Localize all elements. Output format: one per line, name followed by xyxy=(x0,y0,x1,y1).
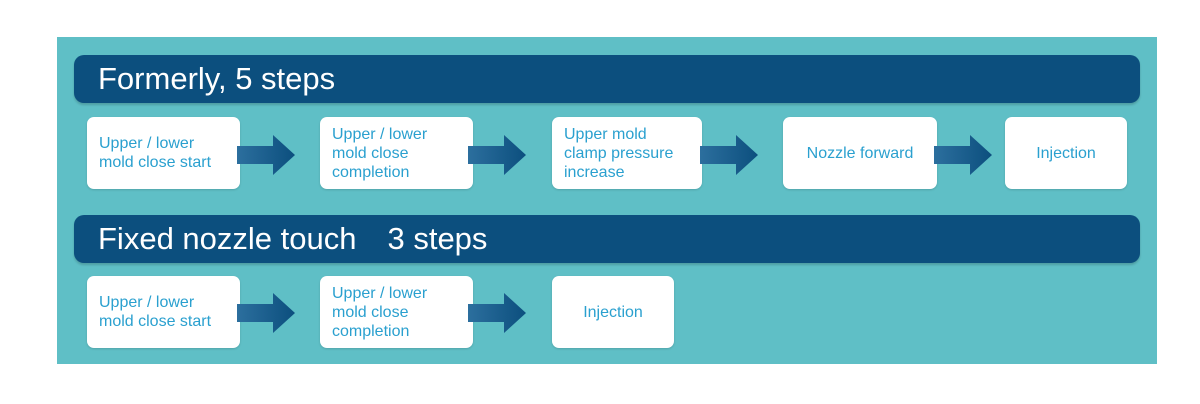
step-label: Upper / lower mold close completion xyxy=(332,125,428,181)
step-label: Upper / lower mold close completion xyxy=(332,284,428,340)
step-box: Upper / lower mold close completion xyxy=(320,276,473,348)
step-box: Nozzle forward xyxy=(783,117,937,189)
step-label: Injection xyxy=(1036,144,1096,162)
step-box: Upper mold clamp pressure increase xyxy=(552,117,702,189)
section1-header: Formerly, 5 steps xyxy=(74,55,1140,103)
step-box: Injection xyxy=(1005,117,1127,189)
step-label: Upper / lower mold close start xyxy=(99,294,212,330)
step-box: Upper / lower mold close completion xyxy=(320,117,473,189)
step-box: Upper / lower mold close start xyxy=(87,276,240,348)
step-label: Upper mold clamp pressure increase xyxy=(564,125,674,181)
arrow-right-icon xyxy=(700,135,758,175)
step-label: Upper / lower mold close start xyxy=(99,135,212,171)
arrow-right-icon xyxy=(468,135,526,175)
step-label: Injection xyxy=(583,303,643,321)
section2-header: Fixed nozzle touch 3 steps xyxy=(74,215,1140,263)
arrow-right-icon xyxy=(468,293,526,333)
step-box: Upper / lower mold close start xyxy=(87,117,240,189)
arrow-right-icon xyxy=(934,135,992,175)
arrow-right-icon xyxy=(237,135,295,175)
step-label: Nozzle forward xyxy=(806,144,914,162)
step-box: Injection xyxy=(552,276,674,348)
arrow-right-icon xyxy=(237,293,295,333)
